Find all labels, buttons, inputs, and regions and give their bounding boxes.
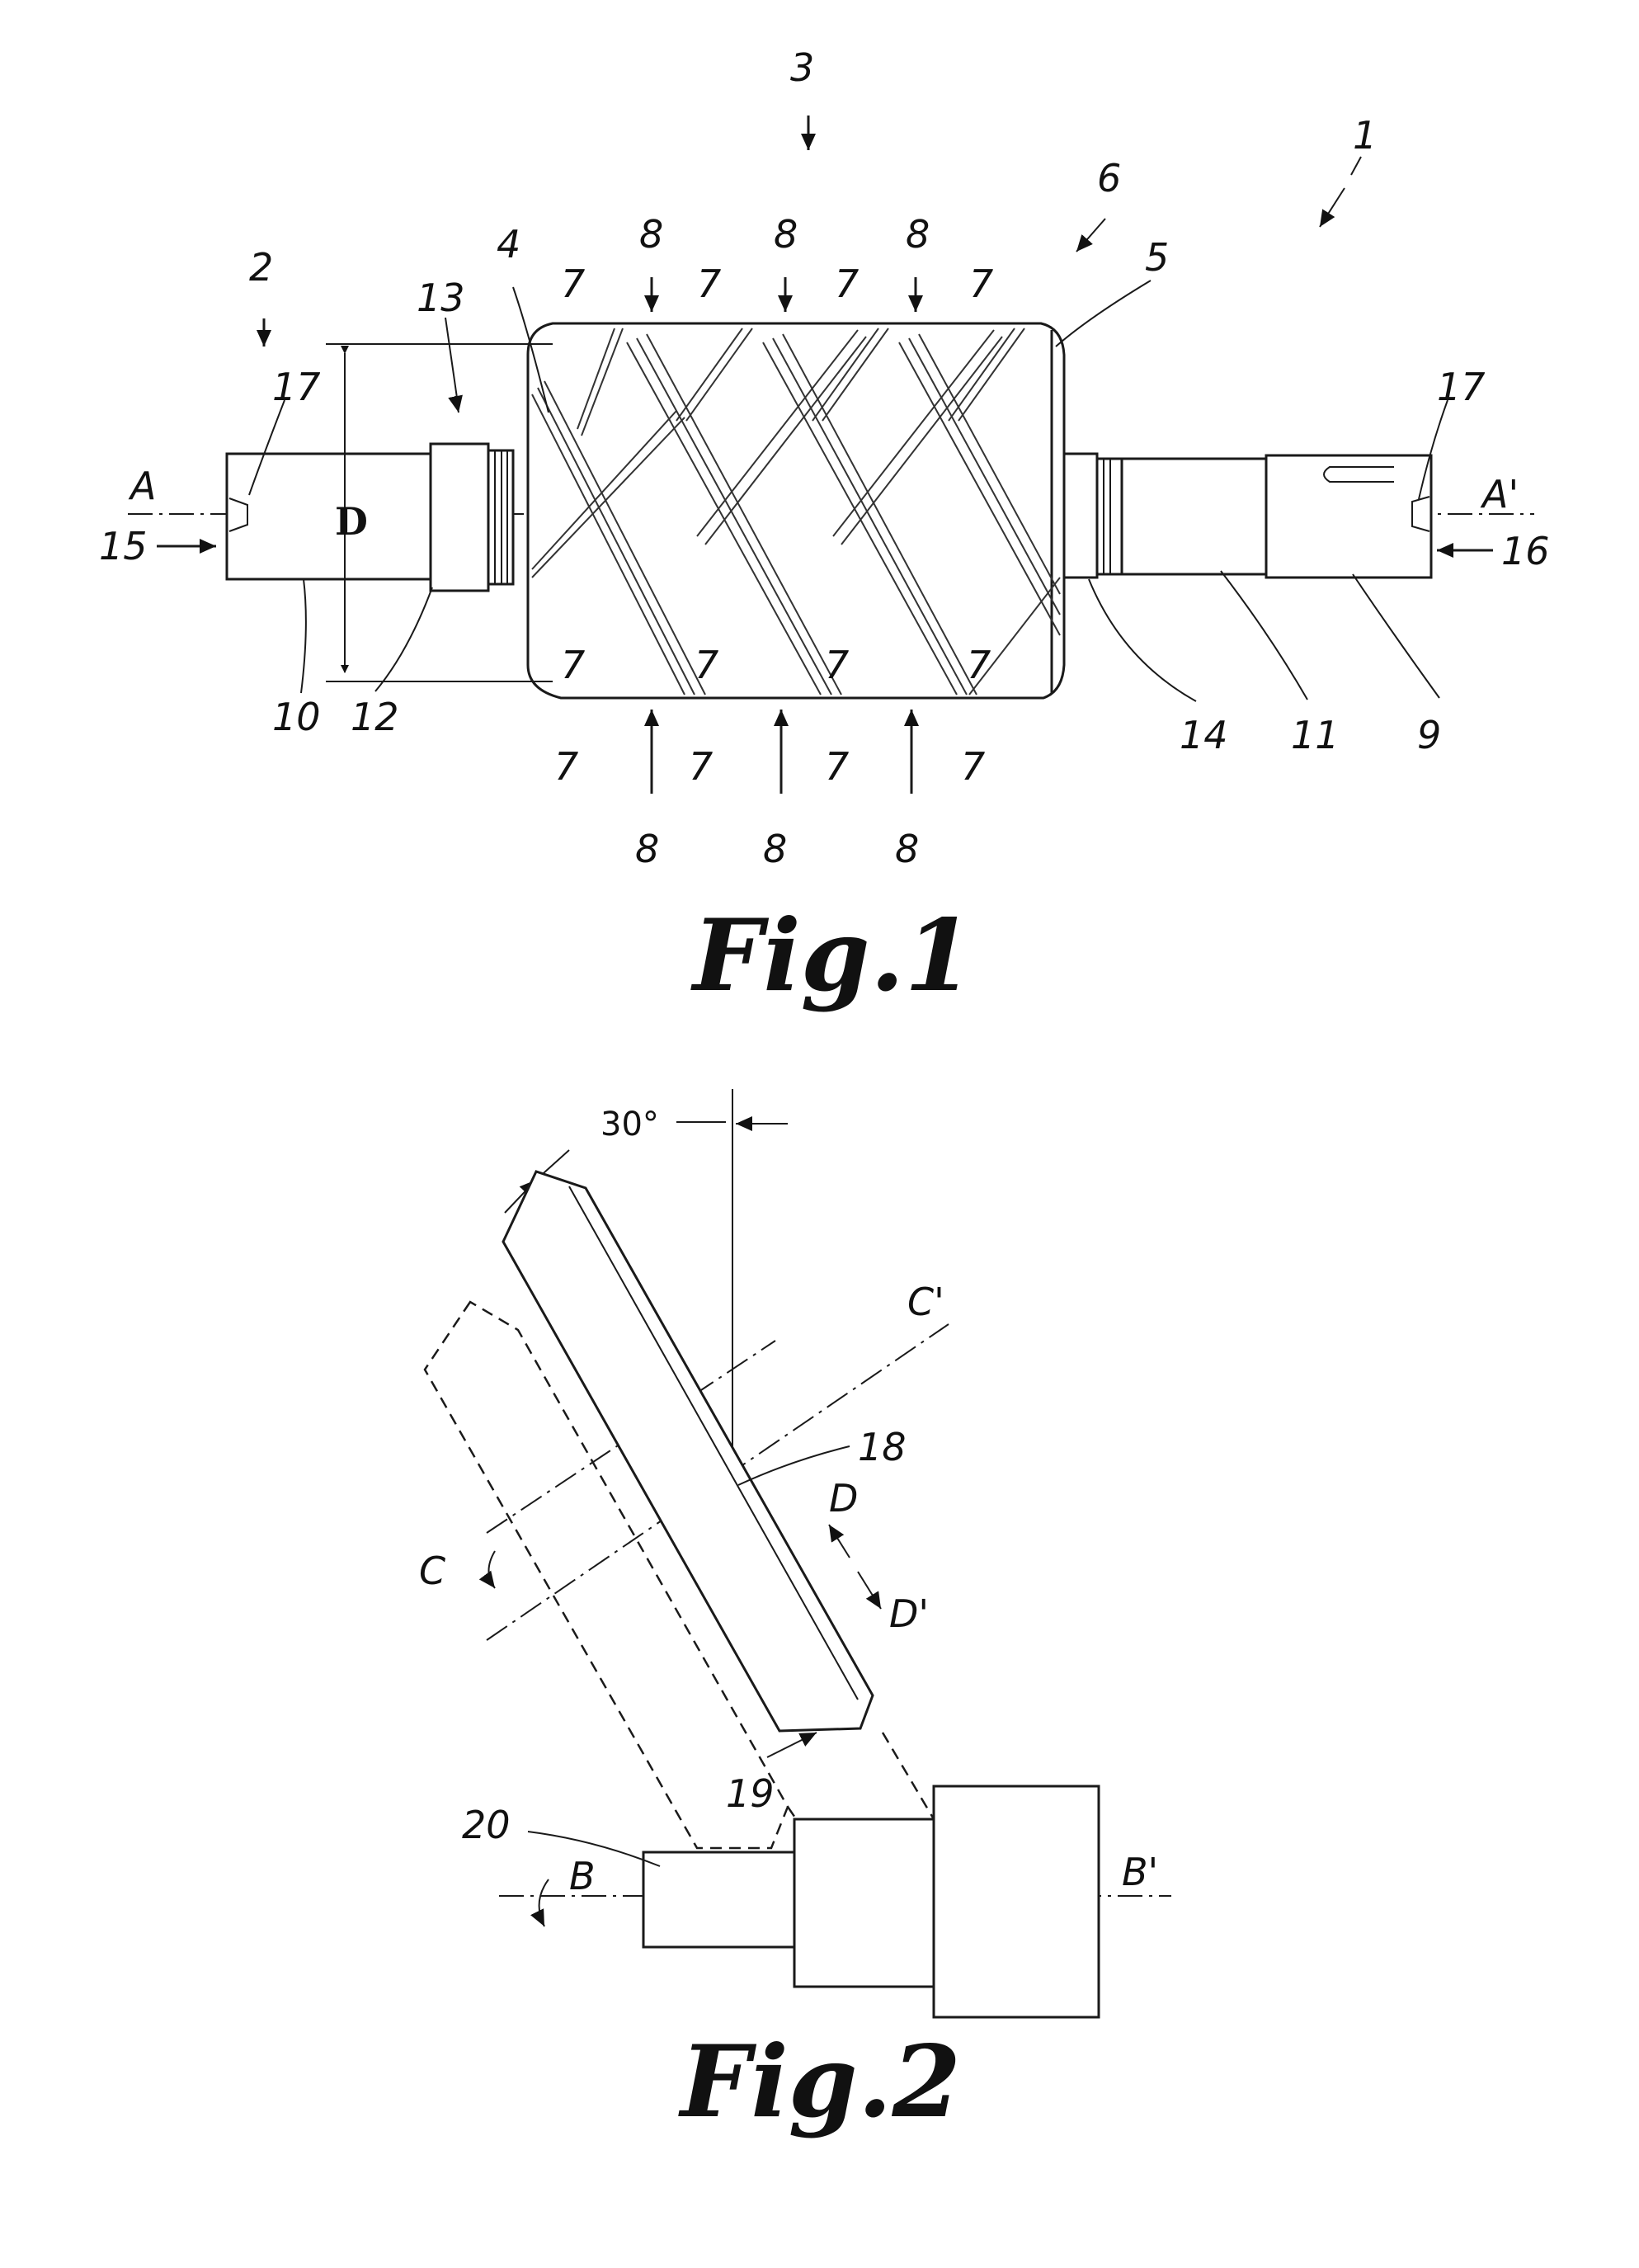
ref-label-8-top-1: 8 [639, 212, 663, 257]
dimension-label-d: D [335, 499, 368, 544]
figure-2-caption: Fig.2 [678, 2024, 961, 2140]
right-collar-14 [1064, 454, 1097, 578]
leader-9 [1353, 574, 1439, 698]
ref-label-7-top-2: 7 [697, 262, 721, 306]
left-collar-12 [431, 444, 488, 591]
axis-label-b: B [569, 1854, 596, 1898]
ref-label-9: 9 [1417, 713, 1441, 757]
rotation-arrow-b [539, 1879, 549, 1926]
axis-label-d-prime: D' [889, 1591, 929, 1636]
angle-label-30: 30° [600, 1106, 659, 1143]
arrow-d [829, 1525, 850, 1558]
ref-label-8-bottom-3: 8 [895, 827, 919, 871]
ref-label-18: 18 [858, 1425, 907, 1469]
figure-2: 30° C' 18 D D' C 19 20 B [419, 1089, 1171, 2140]
ref-label-1: 1 [1353, 113, 1377, 158]
arrow-1-upper [1351, 157, 1361, 175]
ref-label-7-top-3: 7 [835, 262, 859, 306]
ref-label-7-bottom-3: 7 [825, 643, 849, 687]
axis-label-a-prime: A' [1480, 472, 1519, 516]
ref-label-7-lower-2: 7 [689, 744, 713, 789]
ref-label-7-lower-3: 7 [825, 744, 849, 789]
leader-14 [1089, 579, 1196, 701]
arrow-1 [1320, 188, 1345, 227]
leader-17-right [1419, 400, 1448, 499]
right-shaft-end-9 [1266, 455, 1431, 578]
ref-label-7-lower-4: 7 [961, 744, 985, 789]
ref-label-3: 3 [790, 45, 814, 90]
figure-1-caption: Fig.1 [690, 898, 973, 1014]
arrow-6 [1076, 219, 1105, 252]
ref-label-7-top-1: 7 [561, 262, 585, 306]
shaft-step-19 [794, 1819, 935, 1987]
ref-label-14: 14 [1180, 713, 1228, 757]
ref-label-17-right: 17 [1437, 365, 1486, 409]
axis-label-d: D [829, 1476, 858, 1521]
leader-11 [1221, 571, 1307, 700]
ref-label-17-left: 17 [272, 365, 321, 409]
ref-label-12: 12 [351, 695, 399, 739]
grinding-tool-18 [503, 1172, 873, 1731]
ref-label-8-top-3: 8 [906, 212, 930, 257]
grinding-wheel [934, 1786, 1099, 2017]
tool-edge [569, 1186, 858, 1700]
leader-13 [445, 318, 459, 409]
ghost-line-to-wheel [883, 1733, 936, 1823]
rotation-arrow-c [489, 1551, 496, 1588]
right-shaft-11 [1122, 459, 1266, 574]
ref-label-6: 6 [1097, 156, 1121, 200]
arrow-d-prime [858, 1572, 881, 1609]
ref-label-2: 2 [249, 245, 273, 290]
ref-label-5: 5 [1145, 235, 1169, 280]
ref-label-20: 20 [462, 1803, 511, 1847]
ref-label-7-bottom-4: 7 [967, 643, 991, 687]
ref-label-4: 4 [497, 222, 520, 266]
ref-label-15: 15 [99, 524, 148, 568]
leader-10 [301, 579, 306, 693]
axis-label-c-prime: C' [907, 1280, 944, 1324]
shaft-hub-20 [643, 1852, 796, 1947]
ref-label-8-top-2: 8 [774, 212, 798, 257]
figure-1: D A A' 3 1 6 2 13 4 [99, 45, 1550, 1014]
ref-label-8-bottom-1: 8 [635, 827, 659, 871]
ref-label-13: 13 [417, 276, 465, 320]
ref-label-7-top-4: 7 [969, 262, 993, 306]
ref-label-19: 19 [726, 1771, 775, 1816]
leader-19 [767, 1733, 817, 1757]
ref-label-7-bottom-1: 7 [561, 643, 585, 687]
axis-label-b-prime: B' [1122, 1850, 1158, 1894]
ref-label-7-lower-1: 7 [554, 744, 578, 789]
ref-label-16: 16 [1501, 529, 1550, 573]
ref-label-10: 10 [272, 695, 321, 739]
leader-5 [1056, 281, 1151, 347]
axis-label-a: A [128, 464, 156, 508]
ref-label-8-bottom-2: 8 [763, 827, 787, 871]
ref-label-11: 11 [1291, 713, 1340, 757]
ref-label-7-bottom-2: 7 [695, 643, 718, 687]
leader-12 [375, 587, 432, 691]
axis-label-c: C [419, 1549, 445, 1593]
